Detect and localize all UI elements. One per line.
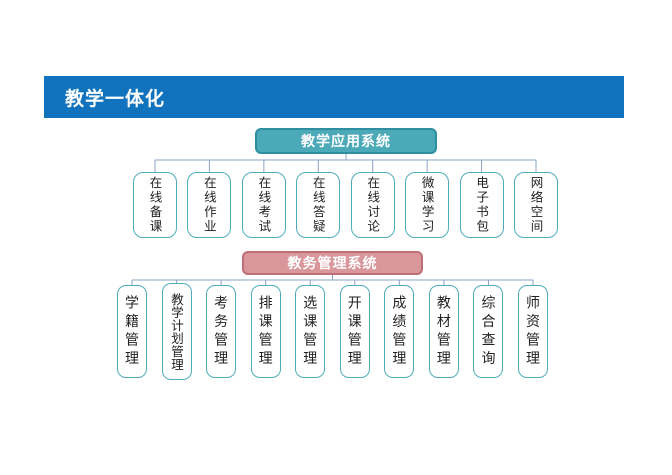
tree-node: 在线作业 (187, 172, 232, 238)
tree-node: 微课学习 (405, 172, 450, 238)
tree-node-label: 在线答疑 (310, 176, 325, 234)
parent-node-teaching-application-system: 教学应用系统 (255, 128, 437, 154)
tree-node: 在线考试 (241, 172, 286, 238)
tree-node-label: 微课学习 (419, 176, 434, 234)
page-title: 教学一体化 (65, 88, 166, 110)
tree-node: 教材管理 (428, 285, 459, 378)
parent-node-label: 教务管理系统 (287, 255, 378, 271)
tree-node: 在线讨论 (350, 172, 395, 238)
tree-node-label: 电子书包 (474, 176, 489, 234)
tree-node-label: 考务管理 (213, 294, 230, 369)
tree-node: 在线答疑 (296, 172, 341, 238)
tree-node-label: 教材管理 (435, 294, 452, 369)
tree-node: 网络空间 (514, 172, 558, 238)
tree-node-label: 在线作业 (201, 176, 216, 234)
tree-node: 排课管理 (250, 285, 281, 378)
tree-node-label: 成绩管理 (391, 294, 408, 369)
tree-node-label: 在线备课 (147, 176, 162, 234)
tree-node-label: 综合查询 (480, 294, 497, 369)
tree-node: 师资管理 (518, 285, 548, 378)
tree-node: 电子书包 (459, 172, 504, 238)
tree-node-label: 选课管理 (302, 294, 319, 369)
tree-node-label: 网络空间 (528, 176, 543, 234)
tree-node-label: 在线讨论 (365, 176, 380, 234)
parent-node-academic-management-system: 教务管理系统 (242, 251, 423, 275)
tree-node: 学籍管理 (117, 285, 147, 378)
tree-node-label: 学籍管理 (124, 294, 140, 369)
page-title-bar: 教学一体化 (44, 76, 624, 118)
tree-node: 选课管理 (295, 285, 326, 378)
tree-node: 开课管理 (339, 285, 370, 378)
tree-node: 在线备课 (133, 172, 177, 238)
tree-node: 成绩管理 (384, 285, 415, 378)
tree-node-label: 开课管理 (346, 294, 363, 369)
parent-node-label: 教学应用系统 (301, 133, 391, 149)
tree-node: 考务管理 (206, 285, 237, 378)
tree-node-label: 师资管理 (525, 294, 541, 369)
tree-node-label: 在线考试 (256, 176, 271, 234)
tree-node-label: 教学计划管理 (169, 292, 184, 371)
tree-node-label: 排课管理 (257, 294, 274, 369)
tree-node: 教学计划管理 (161, 283, 192, 380)
tree-node: 综合查询 (473, 285, 504, 378)
